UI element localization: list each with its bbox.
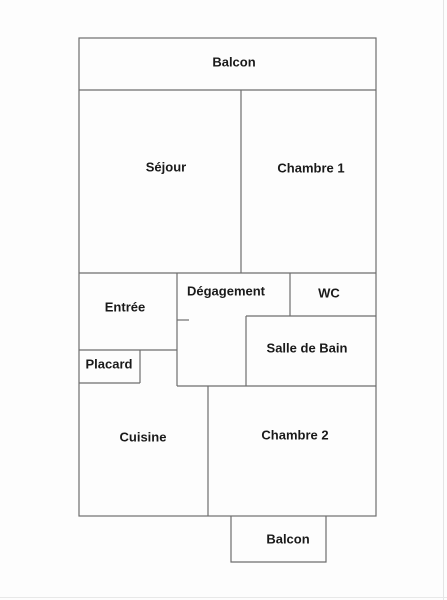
wall-balcon-bottom xyxy=(230,516,327,563)
room-label-chambre2: Chambre 2 xyxy=(261,427,328,442)
room-label-entree: Entrée xyxy=(105,299,145,314)
room-label-sejour: Séjour xyxy=(146,159,186,174)
room-label-cuisine: Cuisine xyxy=(120,429,167,444)
room-label-placard: Placard xyxy=(86,356,133,371)
room-label-chambre1: Chambre 1 xyxy=(277,160,344,175)
room-label-salle-de-bain: Salle de Bain xyxy=(267,340,348,355)
room-label-degagement: Dégagement xyxy=(187,283,266,298)
room-label-balcon-top: Balcon xyxy=(212,54,255,69)
room-label-wc: WC xyxy=(318,285,340,300)
room-label-balcon-bottom: Balcon xyxy=(266,531,309,546)
outer-wall xyxy=(78,37,377,517)
scan-edge-bottom xyxy=(0,597,447,598)
scan-edge-right xyxy=(443,0,444,600)
